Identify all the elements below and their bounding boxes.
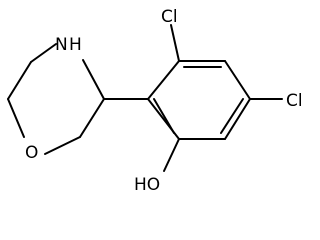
bond-o-c	[44, 136, 81, 155]
bond-c6-oh	[163, 138, 180, 172]
hydroxyl-label: HO	[134, 175, 160, 195]
bond-c-c3	[79, 98, 105, 138]
oxygen-ring-label: O	[25, 143, 38, 163]
morpholine-ring	[7, 43, 105, 155]
bond-c-c-left	[7, 61, 32, 100]
bond-ring-c6-c1-inner	[153, 98, 175, 134]
bond-c-o	[7, 98, 25, 138]
bond-ring-c1-c2	[147, 60, 180, 100]
nitrogen-hydrogen-label: H	[69, 35, 82, 55]
bond-n-c	[30, 43, 57, 63]
chlorine-top-label: Cl	[161, 7, 178, 27]
benzene-ring	[147, 60, 251, 140]
bond-ring-c4-c5	[224, 98, 251, 140]
bond-c3-n	[82, 59, 105, 100]
bond-ring-c3-c4	[224, 60, 251, 100]
chlorine-right-label: Cl	[286, 91, 303, 111]
bond-ring-c4-c5-inner	[220, 98, 244, 134]
bond-c2-cl-top	[170, 24, 180, 62]
nitrogen-label: N	[55, 35, 68, 55]
chemical-structure-diagram: Cl Cl N H O HO	[7, 7, 303, 195]
